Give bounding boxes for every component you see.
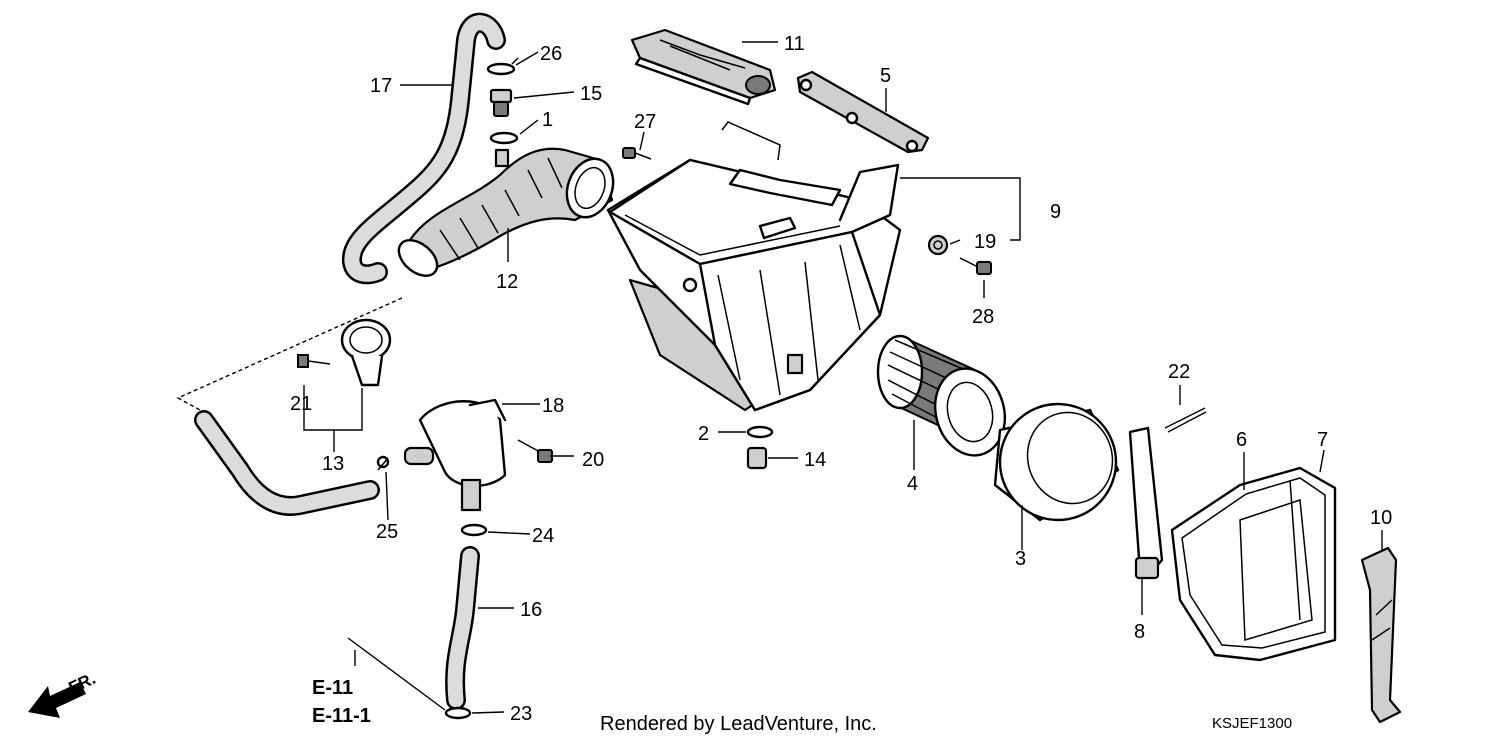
diagram-code: KSJEF1300 [1212,715,1292,732]
part-4-filter-element[interactable] [876,334,1014,463]
part-20-bolt[interactable] [517,439,553,463]
callout-1: 1 [542,109,553,131]
callout-25: 25 [376,521,398,543]
callout-5: 5 [880,65,891,87]
callout-2: 2 [698,423,709,445]
part-16-drain-hose[interactable] [445,546,480,710]
ref-e11-1[interactable]: E-11-1 [312,705,371,727]
part-5-bracket[interactable] [796,70,930,154]
part-19-collar[interactable] [927,234,949,256]
part-13-clamp[interactable] [340,318,392,387]
callout-26: 26 [540,43,562,65]
leader-lines [176,41,1383,714]
hose-lower-left[interactable] [194,410,380,516]
part-14-holder[interactable] [746,446,768,470]
callout-9: 9 [1050,201,1061,223]
callout-11: 11 [784,33,805,55]
part-3-foam-filter[interactable] [984,388,1133,537]
callout-labels: 17 26 15 1 12 11 5 27 9 19 28 2 14 4 3 2… [290,33,1392,725]
callout-7: 7 [1317,429,1328,451]
callout-18: 18 [542,395,564,417]
render-credit: Rendered by LeadVenture, Inc. [600,713,877,735]
part-10-drain-tube[interactable] [1360,546,1402,724]
callout-22: 22 [1168,361,1190,383]
part-9-air-cleaner-case[interactable] [606,121,902,412]
part-27-screw[interactable] [622,147,652,160]
callout-4: 4 [907,473,918,495]
callout-13: 13 [322,453,344,475]
callout-3: 3 [1015,548,1026,570]
callout-16: 16 [520,599,542,621]
part-2-clip[interactable] [746,425,774,439]
callout-24: 24 [532,525,554,547]
part-11-intake-duct[interactable] [630,28,777,106]
callout-21: 21 [290,393,312,415]
part-25-clip[interactable] [376,455,390,471]
part-1-o-ring[interactable] [489,131,519,145]
callout-27: 27 [634,111,656,133]
callout-19: 19 [974,231,996,253]
callout-6: 6 [1236,429,1247,451]
part-8-strap[interactable] [1128,426,1164,580]
part-22-pin[interactable] [1164,407,1207,433]
callout-17: 17 [370,75,392,97]
front-arrow-icon [28,682,86,718]
part-24-clip[interactable] [460,523,488,537]
part-26-clip[interactable] [486,57,519,76]
ref-e11[interactable]: E-11 [312,677,353,699]
part-6-7-air-cleaner-cover[interactable] [1170,466,1337,662]
part-18-breather-separator[interactable] [403,398,507,512]
callout-23: 23 [510,703,532,725]
part-23-clip[interactable] [444,706,472,720]
callout-10: 10 [1370,507,1392,529]
callout-15: 15 [580,83,602,105]
part-12-connecting-tube[interactable] [392,147,621,283]
callout-12: 12 [496,271,518,293]
front-direction-indicator: FR. [28,669,99,718]
callout-28: 28 [972,306,994,328]
part-28-bolt[interactable] [959,257,992,275]
callout-20: 20 [582,449,604,471]
callout-8: 8 [1134,621,1145,643]
part-21-screw[interactable] [297,354,331,368]
callout-14: 14 [804,449,826,471]
part-15-fitting[interactable] [489,88,513,117]
part-17-breather-hose[interactable] [341,12,506,285]
